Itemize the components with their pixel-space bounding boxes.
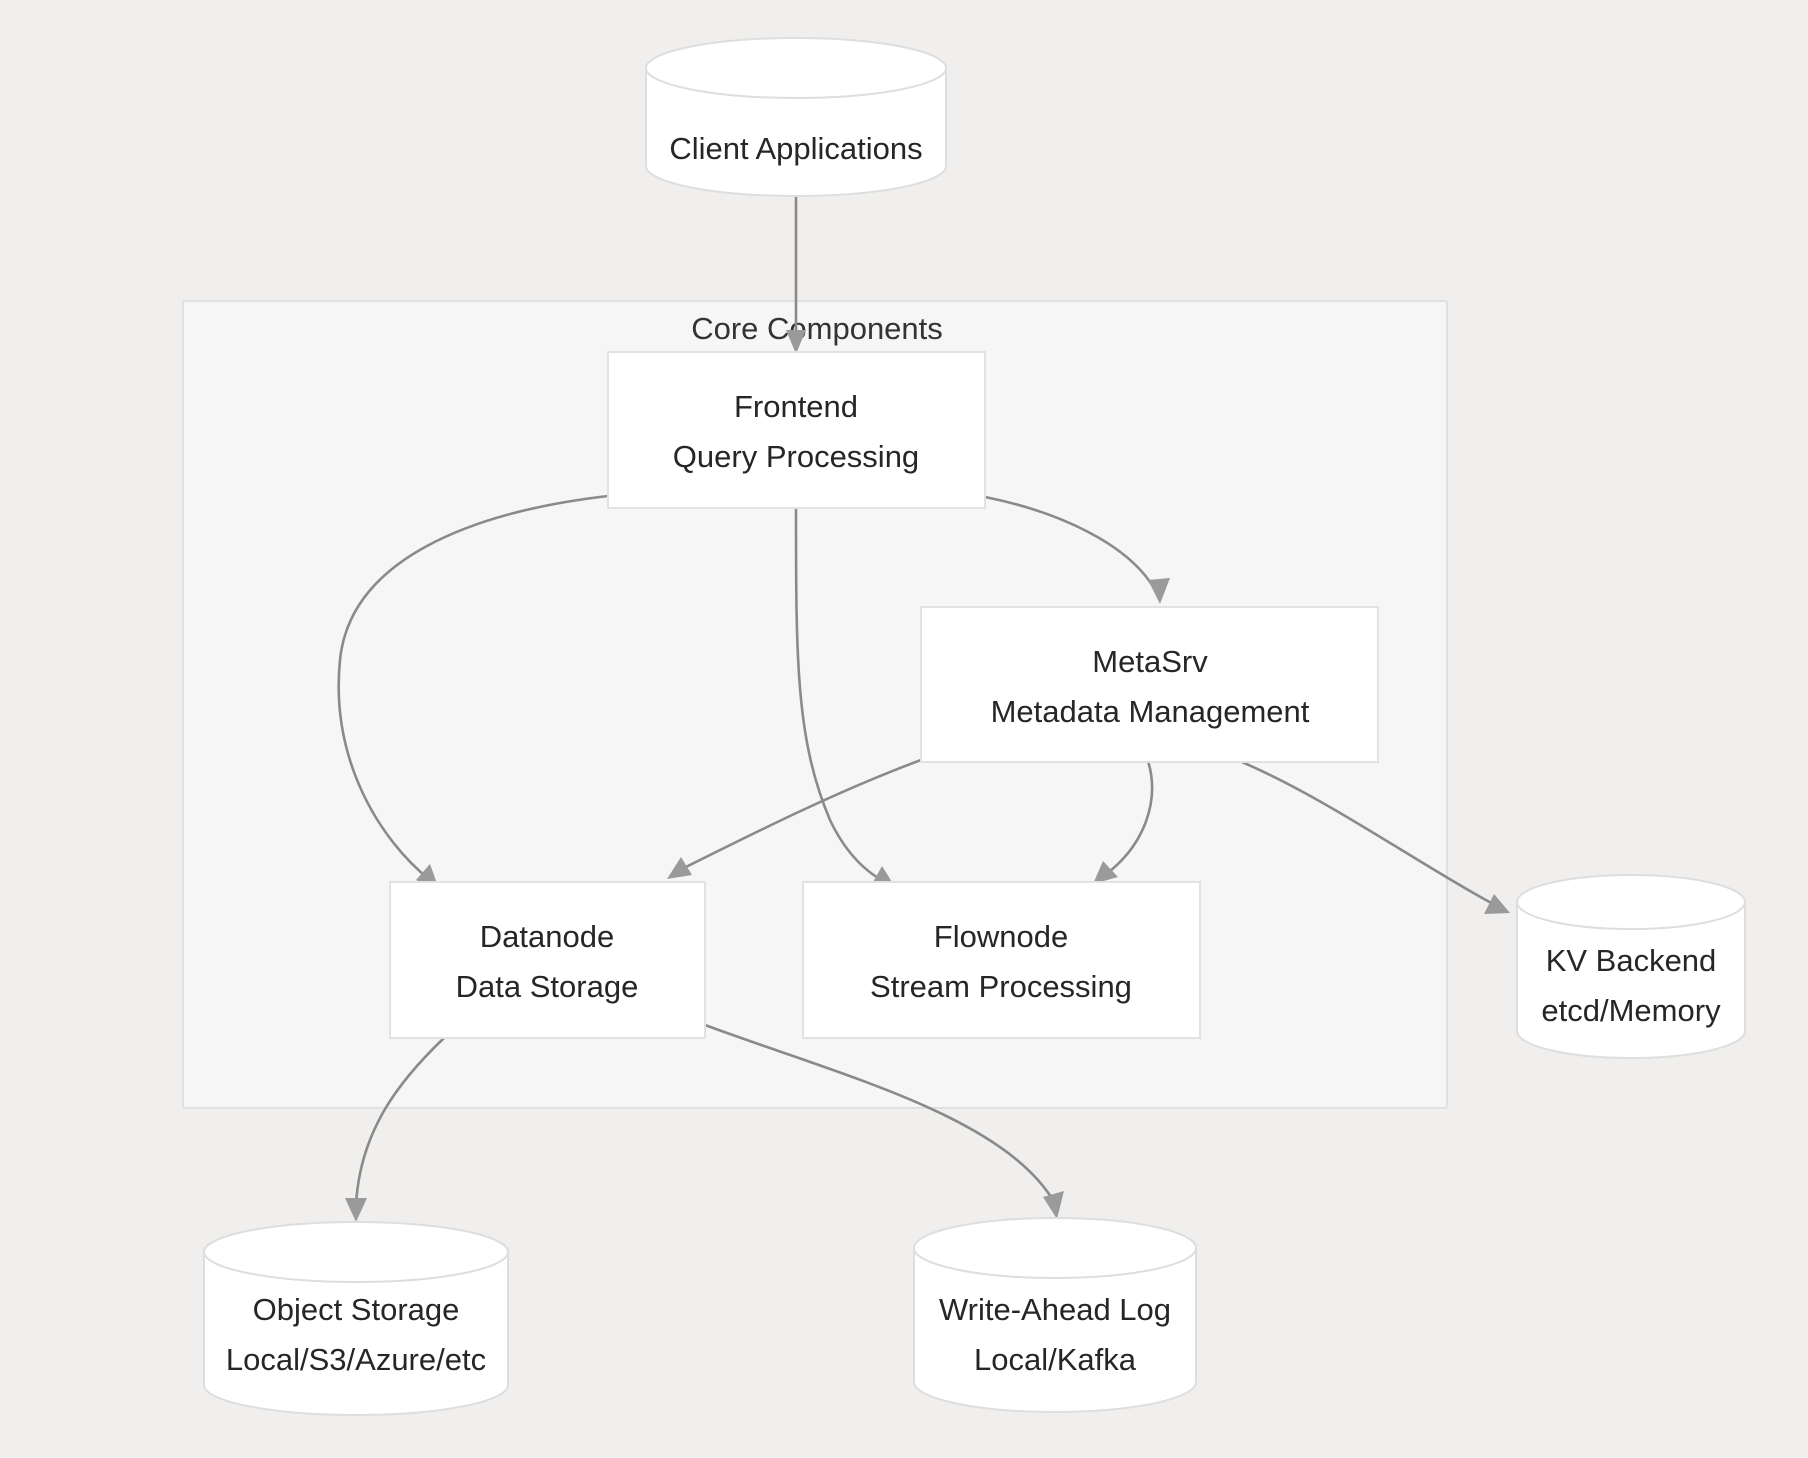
arrowhead-icon — [1043, 1191, 1064, 1219]
client-applications-label-line-1: Client Applications — [669, 131, 922, 166]
edge-datanode-to-write-ahead-log — [704, 1023, 1064, 1219]
frontend-label-line-2: Query Processing — [673, 439, 919, 474]
edge-metasrv-to-datanode — [667, 758, 922, 879]
client-applications-cylinder-body — [645, 67, 947, 197]
metasrv-box — [920, 606, 1379, 763]
node-write-ahead-log[interactable]: Write-Ahead Log Local/Kafka — [913, 1217, 1197, 1413]
arrowhead-icon — [1093, 861, 1118, 884]
write-ahead-log-cylinder-body — [913, 1247, 1197, 1413]
arrowhead-icon — [1148, 578, 1170, 604]
node-flownode[interactable]: Flownode Stream Processing — [802, 881, 1201, 1039]
object-storage-cylinder-top — [203, 1221, 509, 1283]
arrowhead-icon — [345, 1198, 367, 1222]
node-frontend[interactable]: Frontend Query Processing — [607, 351, 986, 509]
kv-backend-cylinder-top — [1516, 874, 1746, 930]
edge-datanode-to-object-storage — [345, 1037, 445, 1222]
kv-backend-cylinder-body — [1516, 901, 1746, 1059]
node-metasrv[interactable]: MetaSrv Metadata Management — [920, 606, 1379, 763]
metasrv-label-line-1: MetaSrv — [1092, 644, 1208, 679]
client-applications-cylinder-top — [645, 37, 947, 99]
frontend-label-line-1: Frontend — [734, 389, 858, 424]
arrowhead-icon — [667, 857, 692, 879]
arrowhead-icon — [1484, 894, 1510, 914]
object-storage-label-line-1: Object Storage — [253, 1292, 460, 1327]
object-storage-label-line-2: Local/S3/Azure/etc — [226, 1342, 486, 1377]
cluster-core-components-label: Core Components — [691, 311, 943, 346]
node-client-applications[interactable]: Client Applications — [645, 37, 947, 197]
node-object-storage[interactable]: Object Storage Local/S3/Azure/etc — [203, 1221, 509, 1416]
datanode-label-line-2: Data Storage — [456, 969, 639, 1004]
edge-metasrv-to-flownode — [1093, 760, 1154, 884]
node-kv-backend[interactable]: KV Backend etcd/Memory — [1516, 874, 1746, 1059]
datanode-box — [389, 881, 706, 1039]
metasrv-label-line-2: Metadata Management — [991, 694, 1310, 729]
datanode-label-line-1: Datanode — [480, 919, 614, 954]
kv-backend-label-line-2: etcd/Memory — [1541, 993, 1721, 1028]
node-datanode[interactable]: Datanode Data Storage — [389, 881, 706, 1039]
write-ahead-log-label-line-1: Write-Ahead Log — [939, 1292, 1171, 1327]
write-ahead-log-label-line-2: Local/Kafka — [974, 1342, 1137, 1377]
flownode-label-line-1: Flownode — [934, 919, 1068, 954]
flownode-box — [802, 881, 1201, 1039]
write-ahead-log-cylinder-top — [913, 1217, 1197, 1279]
frontend-box — [607, 351, 986, 509]
flownode-label-line-2: Stream Processing — [870, 969, 1132, 1004]
edge-frontend-to-metasrv — [984, 495, 1170, 604]
edge-client-to-frontend — [786, 196, 806, 354]
object-storage-cylinder-body — [203, 1251, 509, 1416]
arrowhead-icon — [786, 330, 806, 354]
edge-metasrv-to-kv-backend — [1241, 760, 1510, 914]
kv-backend-label-line-1: KV Backend — [1546, 943, 1717, 978]
